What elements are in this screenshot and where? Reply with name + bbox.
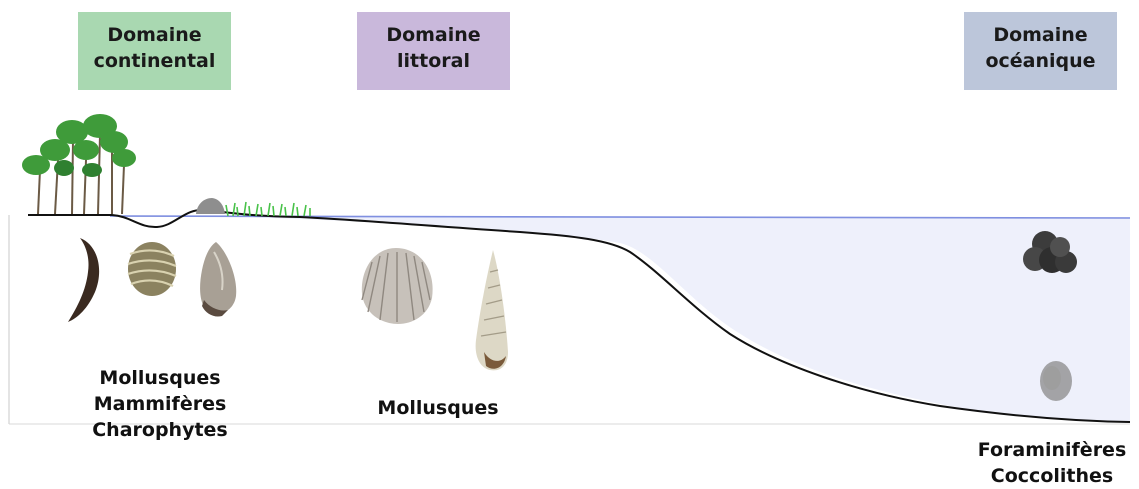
forest-illustration (22, 114, 136, 214)
charophyte-fossil-illustration (128, 242, 176, 296)
coccolith-fossil-illustration (1040, 361, 1072, 401)
cockle-shell-fossil-illustration (362, 248, 433, 324)
tusk-fossil-illustration (68, 238, 99, 322)
fossils-continental-label: Mollusques Mammifères Charophytes (60, 365, 260, 443)
fossil-label-line: Charophytes (60, 417, 260, 443)
fossil-label-line: Foraminifères (965, 437, 1139, 463)
cone-shell-fossil-illustration (476, 250, 508, 370)
domain-continental-line1: Domaine (107, 22, 201, 48)
fossil-label-line: Mollusques (338, 395, 538, 421)
domain-continental-line2: continental (94, 48, 216, 74)
domain-oceanique-line1: Domaine (993, 22, 1087, 48)
domain-littoral-line1: Domaine (386, 22, 480, 48)
domain-littoral-box: Domaine littoral (357, 12, 510, 90)
sea-water (235, 217, 1130, 423)
domain-littoral-line2: littoral (397, 48, 470, 74)
fossil-label-line: Mammifères (60, 391, 260, 417)
domain-oceanique-box: Domaine océanique (964, 12, 1117, 90)
snail-shell-fossil-illustration (200, 242, 236, 317)
fossils-littoral-label: Mollusques (338, 395, 538, 421)
fossil-label-line: Mollusques (60, 365, 260, 391)
fossil-label-line: Coccolithes (965, 463, 1139, 489)
rock-illustration (196, 198, 225, 214)
fossils-oceanique-label: Foraminifères Coccolithes (965, 437, 1139, 489)
domain-oceanique-line2: océanique (985, 48, 1095, 74)
domain-continental-box: Domaine continental (78, 12, 231, 90)
